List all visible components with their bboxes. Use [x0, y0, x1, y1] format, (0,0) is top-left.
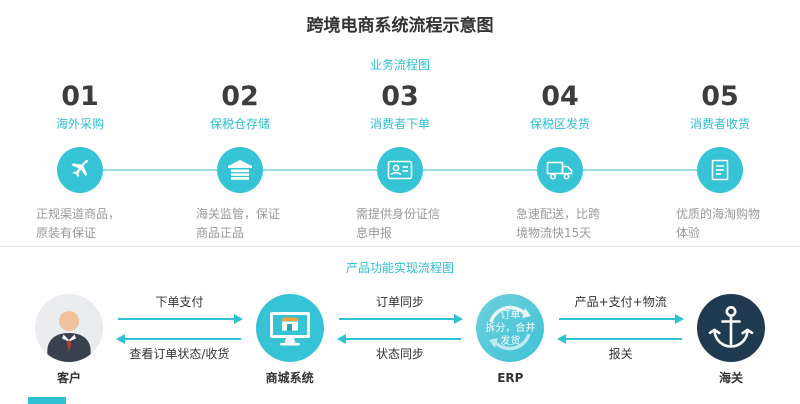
arrow-left-icon — [559, 338, 683, 341]
arrow-left-icon — [338, 338, 462, 341]
step-description: 急速配送，比跨境物流快15天 — [516, 207, 601, 240]
erp-inner-text: 订单 拆分，合并 发货 — [476, 294, 544, 362]
flow-forward-label: 订单同步 — [376, 295, 425, 310]
arrow-left-icon — [118, 338, 241, 341]
step-label: 保税区发货 — [529, 117, 590, 131]
anchor-icon — [697, 294, 766, 363]
flow-customer-mall: 下单支付 查看订单状态/收货 — [110, 294, 249, 362]
business-flow-section: 业务流程图 01 海外采购 正规渠道商品，原装有保证 02 保税仓存储 — [0, 56, 800, 242]
warehouse-icon — [217, 147, 263, 193]
flow-forward-label: 下单支付 — [155, 295, 204, 310]
step-description: 需提供身份证信息申报 — [356, 207, 441, 240]
receipt-icon — [697, 147, 743, 193]
arrow-right-icon — [118, 318, 241, 321]
node-label: 客户 — [56, 371, 81, 386]
step-label: 海外采购 — [55, 117, 104, 131]
business-step-4: 04 保税区发货 急速配送，比跨境物流快15天 — [486, 81, 634, 242]
step-number: 05 — [701, 81, 739, 112]
section-divider — [0, 246, 800, 248]
flow-backward-label: 状态同步 — [376, 347, 425, 362]
product-flow-section: 产品功能实现流程图 客户 下单支付 — [0, 259, 800, 386]
business-step-5: 05 消费者收货 优质的海淘购物体验 — [646, 81, 794, 242]
step-label: 消费者下单 — [369, 117, 430, 131]
flow-forward-label: 产品+支付+物流 — [574, 295, 667, 310]
step-description: 正规渠道商品，原装有保证 — [36, 207, 121, 240]
step-label: 保税仓存储 — [209, 117, 270, 131]
erp-sync-icon: 订单 拆分，合并 发货 — [476, 294, 545, 363]
arrow-right-icon — [338, 318, 462, 321]
flow-backward-label: 报关 — [608, 347, 633, 362]
business-flow-title: 业务流程图 — [369, 58, 430, 72]
node-label: ERP — [497, 371, 524, 386]
step-description: 优质的海淘购物体验 — [676, 207, 761, 240]
business-step-1: 01 海外采购 正规渠道商品，原装有保证 — [6, 81, 154, 242]
customer-avatar-icon — [35, 294, 103, 363]
node-label: 商城系统 — [265, 371, 314, 386]
step-number: 03 — [381, 81, 419, 112]
product-flow-row: 客户 下单支付 查看订单状态/收货 — [0, 294, 800, 386]
mall-monitor-icon — [255, 294, 324, 363]
business-step-3: 03 消费者下单 需提供身份证信息申报 — [326, 81, 474, 242]
id-card-icon — [377, 147, 423, 193]
flow-erp-customs: 产品+支付+物流 报关 — [551, 294, 690, 362]
page-title: 跨境电商系统流程示意图 — [306, 16, 494, 36]
product-flow-title: 产品功能实现流程图 — [345, 261, 454, 276]
arrow-right-icon — [559, 318, 683, 321]
flow-backward-label: 查看订单状态/收货 — [129, 347, 230, 362]
decor-strip — [28, 397, 66, 404]
business-step-2: 02 保税仓存储 海关监管，保证商品正品 — [166, 81, 314, 242]
node-label: 海关 — [719, 371, 744, 386]
step-number: 02 — [221, 81, 259, 112]
delivery-truck-icon — [537, 147, 583, 193]
node-customs: 海关 — [690, 294, 772, 386]
step-number: 01 — [61, 81, 99, 112]
business-steps-row: 01 海外采购 正规渠道商品，原装有保证 02 保税仓存储 海关监管， — [0, 81, 800, 242]
step-description: 海关监管，保证商品正品 — [196, 207, 281, 240]
erp-inner-line: 发货 — [500, 335, 521, 347]
flow-mall-erp: 订单同步 状态同步 — [331, 294, 470, 362]
node-mall-system: 商城系统 — [249, 294, 331, 386]
step-number: 04 — [541, 81, 579, 112]
node-erp: 订单 拆分，合并 发货 ERP — [469, 294, 551, 386]
step-label: 消费者收货 — [689, 117, 750, 131]
node-customer: 客户 — [28, 294, 110, 386]
erp-inner-line: 拆分，合并 — [485, 322, 536, 334]
airplane-icon — [57, 147, 103, 193]
erp-inner-line: 订单 — [500, 309, 521, 321]
